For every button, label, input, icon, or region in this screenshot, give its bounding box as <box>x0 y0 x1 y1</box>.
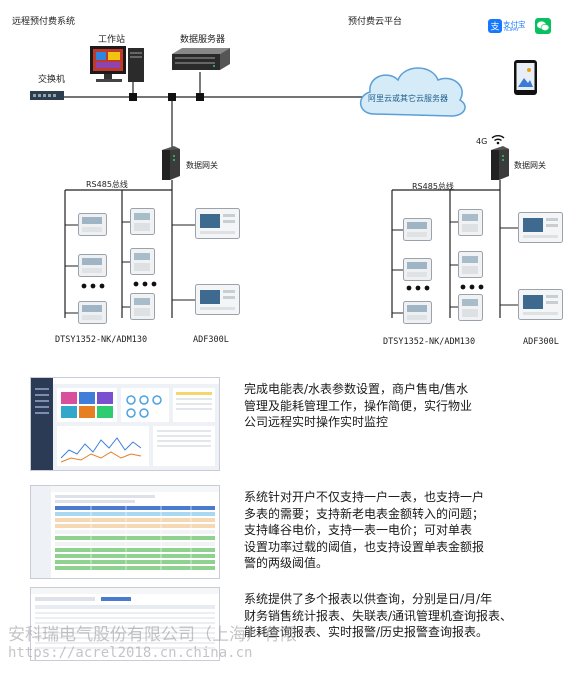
alipay-sub: ALIPAY <box>504 28 519 33</box>
feature-line: 财务销售统计报表、失联表/通讯管理机查询报表、 <box>244 608 513 623</box>
watermark-url: https://acrel2018.cn.china.cn <box>8 645 253 661</box>
cloud-label: 阿里云或其它云服务器 <box>368 94 448 103</box>
gateway-left-label: 数据网关 <box>186 161 218 170</box>
wechat-icon <box>535 18 551 34</box>
meter-adm-icon <box>130 293 155 320</box>
model-right-dtsy-label: DTSY1352-NK/ADM130 <box>383 337 476 347</box>
meter-adm-icon <box>130 208 155 235</box>
left-system-title: 远程预付费系统 <box>12 17 76 27</box>
meter-dtsy-icon <box>403 301 432 324</box>
table-mock <box>31 486 219 578</box>
meter-adm-icon <box>458 294 483 321</box>
meter-adf300l-icon <box>518 289 563 320</box>
ellipsis-dots <box>81 283 105 289</box>
net-4g-label: 4G <box>476 137 488 146</box>
connection-lines <box>45 72 520 318</box>
dashboard-mock <box>31 378 219 470</box>
network-diagram: 远程预付费系统 预付费云平台 工作站 数据服务器 交换机 阿里云或其它 <box>12 17 563 347</box>
feature-line: 能耗查询报表、实时报警/历史报警查询报表。 <box>244 625 489 639</box>
workstation-label: 工作站 <box>98 35 126 45</box>
meter-dtsy-icon <box>403 258 432 281</box>
meter-adf300l-icon <box>195 208 240 239</box>
cloud-icon <box>360 67 466 117</box>
svg-text:支: 支 <box>490 21 499 33</box>
alipay-icon: 支 <box>488 19 502 33</box>
server-icon <box>172 48 230 70</box>
meter-adm-icon <box>458 209 483 236</box>
feature-text-1: 完成电能表/水表参数设置，商户售电/售水 管理及能耗管理工作，操作简便，实行物业… <box>244 381 472 431</box>
model-right-adf-label: ADF300L <box>523 337 559 347</box>
feature-line: 系统针对开户不仅支持一户一表，也支持一户 <box>244 490 485 504</box>
feature-line: 系统提供了多个报表以供查询，分别是日/月/年 <box>244 592 493 606</box>
gateway-right-icon <box>491 146 509 180</box>
switch-label: 交换机 <box>38 75 66 85</box>
bus-right-label: RS485总线 <box>412 182 454 191</box>
meter-dtsy-icon <box>403 218 432 241</box>
account-table-screenshot <box>30 485 220 579</box>
switch-icon <box>30 91 64 100</box>
tablet-icon <box>514 60 537 95</box>
meter-adf300l-icon <box>518 212 563 243</box>
ellipsis-dots <box>133 281 157 287</box>
gateway-right-label: 数据网关 <box>514 161 546 170</box>
db-server-label: 数据服务器 <box>180 35 226 45</box>
feature-line: 多表的需要；支持新老电表金额转入的问题； <box>244 506 485 521</box>
model-left-dtsy-label: DTSY1352-NK/ADM130 <box>55 335 148 345</box>
feature-line: 设置功率过载的阈值，也支持设置单表金额报 <box>244 539 485 554</box>
meter-dtsy-icon <box>78 301 107 324</box>
report-mock <box>31 588 219 649</box>
wifi-icon <box>491 135 505 145</box>
feature-line: 管理及能耗管理工作，操作简便，实行物业 <box>244 398 473 413</box>
alipay-text: 支付宝 <box>503 20 526 29</box>
workstation-icon <box>90 46 144 82</box>
ellipsis-dots <box>406 285 430 291</box>
meter-adf300l-icon <box>195 284 240 315</box>
watermark-company: 安科瑞电气股份有限公司（上海）有限 <box>8 625 297 645</box>
feature-line: 公司远程实时操作实时监控 <box>244 415 389 429</box>
feature-line: 警的两级阈值。 <box>244 556 329 570</box>
feature-text-3: 系统提供了多个报表以供查询，分别是日/月/年 财务销售统计报表、失联表/通讯管理… <box>244 591 512 641</box>
feature-text-2: 系统针对开户不仅支持一户一表，也支持一户 多表的需要；支持新老电表金额转入的问题… <box>244 489 484 572</box>
right-platform-title: 预付费云平台 <box>348 17 403 27</box>
meter-dtsy-icon <box>78 213 107 236</box>
meter-adm-icon <box>130 248 155 275</box>
gateway-left-icon <box>162 146 180 180</box>
bus-left-label: RS485总线 <box>86 180 128 189</box>
dashboard-screenshot <box>30 377 220 471</box>
report-screenshot <box>30 587 220 661</box>
feature-line: 完成电能表/水表参数设置，商户售电/售水 <box>244 382 469 396</box>
feature-line: 支持峰谷电价，支持一表一电价；可对单表 <box>244 523 473 537</box>
meter-adm-icon <box>458 251 483 278</box>
ellipsis-dots <box>460 284 484 290</box>
meter-dtsy-icon <box>78 254 107 277</box>
model-left-adf-label: ADF300L <box>193 335 229 345</box>
